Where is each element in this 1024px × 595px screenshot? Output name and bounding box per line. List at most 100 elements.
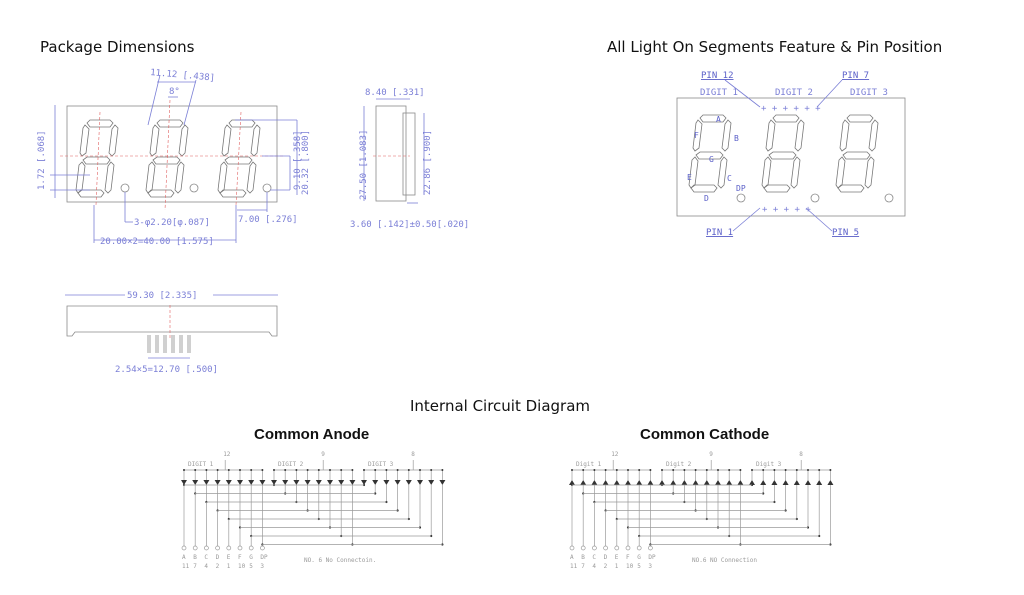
segments-feature-heading: All Light On Segments Feature & Pin Posi…	[607, 38, 943, 56]
segment-name: G	[637, 554, 641, 561]
segment-name: E	[615, 554, 619, 561]
segment-pin: 7	[193, 563, 197, 570]
diode-icon	[383, 480, 390, 485]
segment-name: G	[249, 554, 253, 561]
segment-name: DP	[648, 554, 656, 561]
diode-icon	[225, 480, 232, 485]
pin-5-label: PIN 5	[832, 228, 859, 238]
segment-label-d: D	[704, 194, 709, 203]
circuit-digit-pin: 9	[321, 451, 325, 458]
diode-icon	[192, 480, 199, 485]
dim-side-height: 27.50 [1.083]	[359, 130, 369, 200]
dim-slant-angle: 8°	[169, 87, 180, 97]
dim-dp-offset: 7.00 [.276]	[238, 215, 298, 225]
segment-label-e: E	[687, 173, 692, 182]
diode-icon	[338, 480, 345, 485]
segment-pin: 3	[648, 563, 652, 570]
diode-icon	[827, 480, 834, 485]
diode-icon	[793, 480, 800, 485]
dim-side-inner: 22.86 [.900]	[423, 130, 433, 195]
diode-icon	[372, 480, 379, 485]
pin-position-view: A B C D E F G DP + + + + + + + + + + + P…	[676, 71, 906, 238]
circuit-digit-label: DIGIT 2	[278, 461, 304, 468]
pin-7-label: PIN 7	[842, 71, 869, 81]
diode-icon	[271, 480, 277, 485]
diode-icon	[636, 480, 643, 485]
diode-icon	[181, 480, 187, 485]
diode-icon	[771, 480, 778, 485]
diode-icon	[327, 480, 333, 485]
pin-markers-top: + + + + + +	[761, 104, 821, 114]
diode-icon	[405, 480, 412, 485]
segment-pin: 7	[581, 563, 585, 570]
digit-outline-2	[145, 119, 189, 198]
diode-icon	[282, 480, 289, 485]
segment-name: C	[204, 554, 208, 561]
dim-digit-spacing: 20.00×2=40.00 [1.575]	[100, 237, 214, 247]
package-dimensions-heading: Package Dimensions	[40, 38, 195, 56]
segment-label-c: C	[727, 174, 732, 183]
package-bottom-view: 59.30 [2.335] 2.54×5=12.70 [.500]	[65, 290, 278, 375]
segment-name: B	[193, 554, 197, 561]
digit-3-label: DIGIT 3	[850, 88, 888, 98]
circuit-digit-label: DIGIT 1	[188, 461, 214, 468]
diode-icon	[394, 480, 401, 485]
segment-label-dp: DP	[736, 184, 746, 193]
segment-name: A	[570, 554, 574, 561]
diode-icon	[428, 480, 435, 485]
circuit-digit-pin: 12	[611, 451, 619, 458]
segment-pin: 10	[238, 563, 246, 570]
circuit-digit-pin: 9	[709, 451, 713, 458]
diode-icon	[361, 480, 367, 485]
circuit-digit-pin: 8	[799, 451, 803, 458]
circuit-digit-label: DIGIT 3	[368, 461, 394, 468]
diode-icon	[681, 480, 688, 485]
diode-icon	[613, 480, 620, 485]
diode-icon	[749, 480, 755, 485]
circuit-digit-pin: 12	[223, 451, 231, 458]
circuit-digit-label: Digit 1	[576, 461, 602, 468]
diode-icon	[293, 480, 300, 485]
segment-name: F	[238, 554, 242, 561]
diode-icon	[569, 480, 575, 485]
segment-name: B	[581, 554, 585, 561]
diode-icon	[417, 480, 423, 485]
dim-digit-height: 9.10 [.358]	[293, 130, 303, 190]
diode-icon	[782, 480, 789, 485]
diode-icon	[670, 480, 677, 485]
diode-icon	[315, 480, 322, 485]
diode-icon	[259, 480, 266, 485]
diode-icon	[692, 480, 699, 485]
segment-name: DP	[260, 554, 268, 561]
dim-total-width: 59.30 [2.335]	[127, 291, 197, 301]
segment-pin: 1	[615, 563, 619, 570]
segment-pin: 4	[204, 563, 208, 570]
diode-icon	[659, 480, 665, 485]
segment-pin: 3	[260, 563, 264, 570]
dim-digit-pitch-top: 11.12 [.438]	[150, 68, 216, 84]
common-cathode-heading: Common Cathode	[640, 426, 770, 443]
segment-name: C	[592, 554, 596, 561]
segment-name: D	[216, 554, 220, 561]
diode-icon	[647, 480, 654, 485]
digit-2-label: DIGIT 2	[775, 88, 813, 98]
diode-icon	[703, 480, 710, 485]
segment-name: E	[227, 554, 231, 561]
diode-icon	[237, 480, 243, 485]
dim-pin-dims: 3.60 [.142]±0.50[.020]	[350, 220, 469, 230]
segment-pin: 5	[249, 563, 253, 570]
segment-pin: 2	[604, 563, 608, 570]
diode-icon	[602, 480, 609, 485]
diode-icon	[726, 480, 733, 485]
digit-1-label: DIGIT 1	[700, 88, 738, 98]
circuit-digit-label: Digit 3	[756, 461, 782, 468]
diode-icon	[816, 480, 823, 485]
segment-pin: 10	[626, 563, 634, 570]
dim-body-height: 20.32 [.800]	[301, 130, 311, 195]
segment-name: F	[626, 554, 630, 561]
dim-left-height: 1.72 [.068]	[37, 130, 47, 190]
segment-pin: 11	[570, 563, 578, 570]
